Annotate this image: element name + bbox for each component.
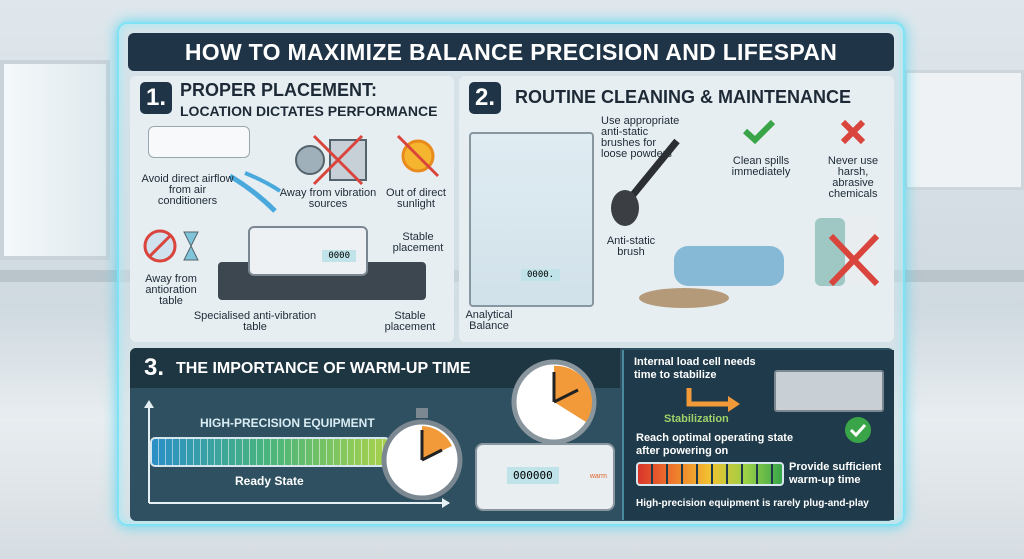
digital-balance-illustration: 000000 warm bbox=[475, 443, 615, 511]
stopwatch-icon bbox=[381, 408, 463, 500]
stabilization-label: Stabilization bbox=[664, 413, 729, 425]
section-heading: PROPER PLACEMENT: bbox=[180, 80, 378, 100]
balance-display: 0000. bbox=[521, 269, 561, 281]
axes-icon bbox=[144, 400, 450, 508]
progress-gauge bbox=[150, 437, 390, 467]
section-heading: THE IMPORTANCE OF WARM-UP TIME bbox=[176, 360, 471, 377]
vibration-label: Away from vibration sources bbox=[279, 187, 377, 210]
section-number: 1. bbox=[140, 82, 173, 114]
section-cleaning: 2. ROUTINE CLEANING & MAINTENANCE 0000. … bbox=[459, 76, 894, 342]
ready-state-label: Ready State bbox=[235, 474, 304, 488]
checkmark-icon bbox=[742, 119, 776, 144]
anti-vibration-table-label: Specialised anti-vibration table bbox=[193, 310, 317, 333]
balance-display: 0000 bbox=[322, 250, 356, 262]
cross-icon bbox=[840, 119, 866, 145]
analytical-balance-illustration: 0000. bbox=[469, 132, 594, 307]
equipment-label: HIGH-PRECISION EQUIPMENT bbox=[200, 416, 375, 430]
section-number: 3. bbox=[144, 354, 165, 381]
load-cell-panel: Internal load cell needs time to stabili… bbox=[622, 350, 894, 520]
background-window bbox=[0, 60, 110, 260]
chemical-bottles-crossed-icon bbox=[815, 216, 880, 287]
airflow-arrows-icon bbox=[228, 171, 282, 213]
air-conditioner-illustration bbox=[148, 126, 250, 158]
spill-illustration bbox=[639, 288, 729, 308]
cleaning-cloth-illustration bbox=[674, 246, 784, 286]
background-cabinet bbox=[904, 70, 1024, 190]
stable-placement-bottom-label: Stable placement bbox=[384, 310, 436, 333]
sun-crossed-icon bbox=[396, 134, 440, 178]
plug-and-play-label: High-precision equipment is rarely plug-… bbox=[636, 498, 869, 509]
sunlight-label: Out of direct sunlight bbox=[386, 187, 446, 210]
never-use-label: Never use harsh, abrasive chemicals bbox=[827, 155, 879, 200]
section-heading: ROUTINE CLEANING & MAINTENANCE bbox=[515, 87, 851, 107]
section-placement: 1. PROPER PLACEMENT: LOCATION DICTATES P… bbox=[130, 76, 454, 342]
sufficient-label: Provide sufficient warm-up time bbox=[789, 461, 882, 486]
brushes-label: Use appropriate anti-static brushes for … bbox=[601, 115, 680, 160]
anti-static-brush-label: Anti-static brush bbox=[606, 235, 656, 258]
load-cell-illustration bbox=[774, 370, 884, 412]
balance-display: 000000 bbox=[507, 467, 559, 484]
precision-balance-illustration: 0000 bbox=[248, 226, 368, 276]
no-vibration-icon bbox=[143, 229, 199, 263]
warm-indicator: warm bbox=[589, 473, 607, 480]
section-number: 2. bbox=[469, 82, 502, 114]
clock-icon bbox=[511, 359, 597, 445]
check-circle-icon bbox=[845, 417, 871, 443]
load-cell-label: Internal load cell needs time to stabili… bbox=[634, 356, 756, 381]
clean-spills-label: Clean spills immediately bbox=[731, 155, 791, 178]
stabilization-arrow-icon bbox=[686, 388, 740, 412]
brush-icon bbox=[611, 138, 680, 226]
warmup-level-bar bbox=[636, 462, 784, 486]
stable-placement-top-label: Stable placement bbox=[392, 231, 444, 254]
airflow-label: Avoid direct airflow from air conditione… bbox=[141, 173, 234, 207]
optimal-state-label: Reach optimal operating state after powe… bbox=[636, 432, 794, 457]
analytical-balance-label: Analytical Balance bbox=[465, 309, 513, 332]
away-table-label: Away from antioration table bbox=[145, 273, 197, 307]
vibration-sources-crossed-icon bbox=[295, 134, 367, 186]
section-subheading: LOCATION DICTATES PERFORMANCE bbox=[180, 103, 438, 119]
page-title: HOW TO MAXIMIZE BALANCE PRECISION AND LI… bbox=[128, 33, 894, 71]
